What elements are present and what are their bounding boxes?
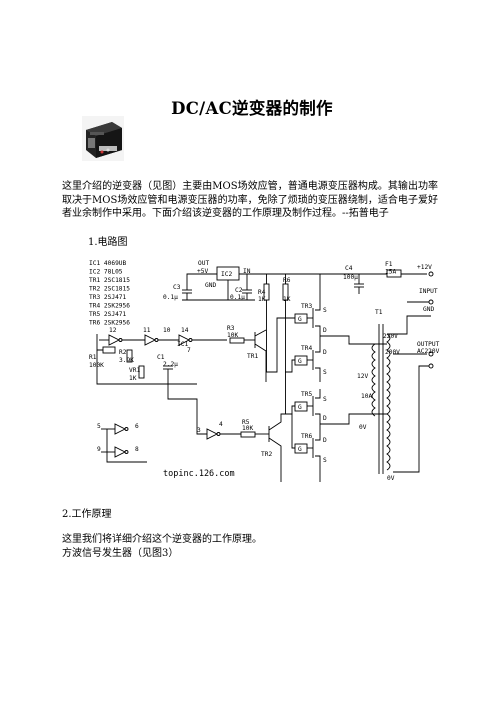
svg-text:R2: R2 (119, 349, 127, 356)
svg-text:TR6: TR6 (301, 433, 312, 440)
svg-text:TR2: TR2 (261, 451, 272, 458)
svg-text:9: 9 (97, 446, 101, 453)
svg-text:D: D (323, 437, 327, 444)
document-title: DC/AC逆变器的制作 (171, 99, 333, 118)
svg-text:C4: C4 (345, 265, 353, 272)
svg-text:C3: C3 (173, 284, 181, 291)
svg-text:TR5: TR5 (301, 391, 312, 398)
svg-text:0.1μ: 0.1μ (230, 294, 245, 301)
circuit-diagram: IC1 4069UB IC2 78L05 TR1 2SC1815 TR2 2SC… (89, 260, 440, 482)
principle-paragraph: 这里我们将详细介绍这个逆变器的工作原理。 (62, 534, 262, 545)
square-wave-paragraph: 方波信号发生器（见图3） (62, 548, 179, 559)
svg-text:10A: 10A (361, 393, 372, 400)
svg-text:10: 10 (163, 327, 171, 334)
svg-text:S: S (323, 307, 327, 314)
svg-text:C1: C1 (157, 354, 165, 361)
svg-text:0V: 0V (387, 475, 395, 482)
svg-text:R4: R4 (258, 289, 266, 296)
svg-text:200V: 200V (385, 349, 400, 356)
svg-text:8: 8 (135, 446, 139, 453)
svg-text:G: G (298, 404, 302, 411)
svg-text:100μ: 100μ (343, 274, 358, 281)
svg-text:S: S (323, 396, 327, 403)
svg-text:IC2: IC2 (221, 271, 232, 278)
svg-text:10K: 10K (227, 332, 238, 339)
section-heading-circuit: 1.电路图 (88, 237, 128, 248)
parts-item: IC2 78L05 (89, 269, 123, 276)
svg-text:INPUT: INPUT (419, 288, 438, 295)
intro-paragraph: 这里介绍的逆变器（见图）主要由MOS场效应管，普通电源变压器构成。其输出功率取决… (62, 181, 438, 220)
parts-item: TR4 2SK2956 (89, 303, 130, 310)
svg-text:S: S (323, 457, 327, 464)
transformer-t1: T1 220V 200V 12V 10A 0V 0V OUTPUT AC220V (357, 309, 440, 482)
svg-text:10K: 10K (242, 425, 253, 432)
parts-list: IC1 4069UB IC2 78L05 TR1 2SC1815 TR2 2SC… (89, 260, 130, 327)
svg-text:R3: R3 (227, 325, 235, 332)
svg-text:T1: T1 (375, 309, 383, 316)
svg-text:220V: 220V (383, 333, 398, 340)
svg-text:3: 3 (197, 427, 201, 434)
parts-item: TR5 2SJ471 (89, 311, 127, 318)
inverter-photo (82, 116, 124, 161)
svg-text:D: D (323, 415, 327, 422)
svg-text:1K: 1K (129, 375, 137, 382)
parts-item: TR3 2SJ471 (89, 294, 127, 301)
svg-text:GND: GND (423, 306, 434, 313)
svg-text:R1: R1 (89, 354, 97, 361)
svg-text:12V: 12V (357, 373, 368, 380)
spare-gates: 5 6 9 8 (97, 423, 147, 463)
section-heading-principle: 2.工作原理 (62, 509, 112, 520)
svg-text:F1: F1 (385, 261, 393, 268)
svg-text:2.2μ: 2.2μ (163, 361, 178, 368)
svg-text:OUTPUT: OUTPUT (417, 341, 440, 348)
svg-text:OUT: OUT (198, 260, 209, 267)
svg-text:IN: IN (243, 268, 251, 275)
svg-text:14: 14 (181, 327, 189, 334)
svg-text:C2: C2 (235, 287, 243, 294)
parts-item: IC1 4069UB (89, 260, 127, 267)
svg-text:1K: 1K (283, 296, 291, 303)
svg-text:GND: GND (205, 282, 216, 289)
svg-text:+5V: +5V (197, 268, 208, 275)
parts-item: TR1 2SC1815 (89, 277, 130, 284)
svg-text:IC1: IC1 (177, 341, 188, 348)
svg-text:11: 11 (143, 327, 151, 334)
supply-section: IC2 OUT +5V IN GND C3 0.1μ C2 0.1μ R4 1K… (163, 260, 438, 414)
svg-text:7: 7 (187, 347, 191, 354)
svg-text:TR4: TR4 (301, 345, 312, 352)
svg-text:6: 6 (135, 423, 139, 430)
svg-text:AC220V: AC220V (417, 348, 440, 355)
svg-text:0.1μ: 0.1μ (163, 294, 178, 301)
svg-text:+12V: +12V (417, 264, 432, 271)
svg-text:5: 5 (97, 423, 101, 430)
svg-text:G: G (298, 446, 302, 453)
svg-text:4: 4 (219, 421, 223, 428)
svg-text:G: G (298, 358, 302, 365)
svg-text:R6: R6 (283, 277, 291, 284)
svg-text:R5: R5 (242, 419, 250, 426)
svg-text:TR3: TR3 (301, 303, 312, 310)
driver-tr2: 3 4 R5 10K TR2 (197, 413, 285, 482)
svg-text:VR1: VR1 (129, 367, 140, 374)
svg-text:S: S (323, 369, 327, 376)
svg-text:15A: 15A (385, 269, 396, 276)
svg-text:G: G (298, 316, 302, 323)
driver-tr1: R3 10K TR1 (227, 325, 267, 382)
svg-text:0V: 0V (359, 424, 367, 431)
svg-text:3.9K: 3.9K (119, 357, 134, 364)
svg-text:D: D (323, 327, 327, 334)
parts-item: TR6 2SK2956 (89, 320, 130, 327)
diagram-watermark: topinc.126.com (163, 469, 235, 479)
svg-text:TR1: TR1 (247, 353, 258, 360)
parts-item: TR2 2SC1815 (89, 286, 130, 293)
svg-text:1K: 1K (258, 296, 266, 303)
svg-text:12: 12 (109, 327, 117, 334)
oscillator-section: R1 100K 13 12 11 10 14 7 IC1 R2 3.9K VR1… (89, 327, 227, 435)
mosfet-bridge: G TR3 S D G TR4 D S G TR5 S D G TR6 D (266, 274, 387, 482)
svg-text:D: D (323, 349, 327, 356)
